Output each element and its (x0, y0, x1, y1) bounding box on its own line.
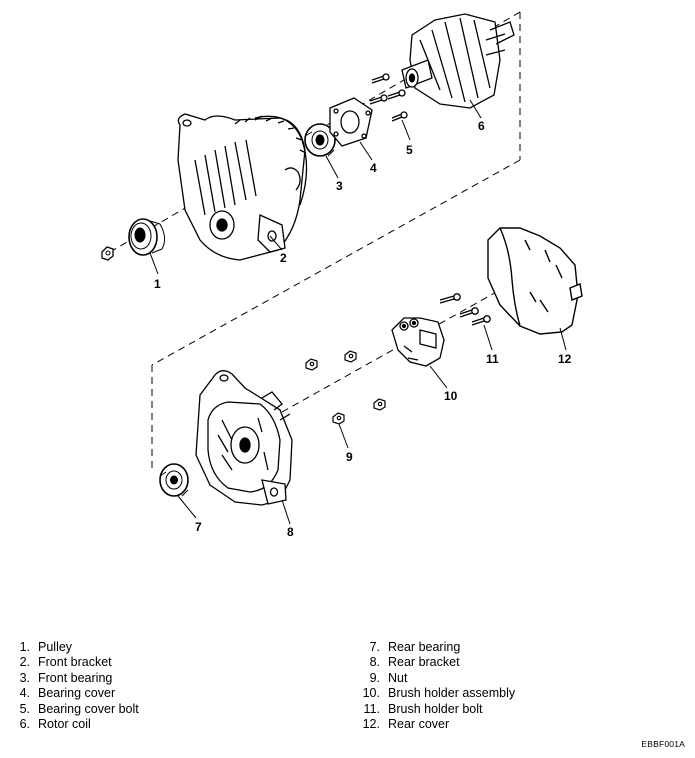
front-bearing-part (304, 123, 336, 157)
legend-item: 9. Nut (358, 671, 515, 686)
legend-label: Brush holder assembly (388, 686, 516, 701)
legend-label: Rear bracket (388, 655, 460, 670)
figure-code: EBBF001A (641, 739, 685, 749)
parts-legend-left: 1. Pulley 2. Front bracket 3. Front bearing… (10, 640, 139, 732)
legend-item: 3. Front bearing (10, 671, 139, 686)
rear-bearing-part (159, 463, 189, 497)
pulley-part (128, 218, 166, 256)
callout-8: 8 (287, 525, 294, 539)
rear-cover-part (487, 227, 583, 335)
callout-5: 5 (406, 143, 413, 157)
callout-6: 6 (478, 119, 485, 133)
legend-number: 6. (19, 717, 30, 732)
legend-number: 9. (369, 670, 380, 685)
legend-label: Bearing cover bolt (38, 701, 139, 716)
legend-label: Rear bearing (388, 640, 461, 654)
legend-number: 2. (19, 655, 30, 670)
callout-7: 7 (195, 520, 202, 534)
parts-legend-right: 7. Rear bearing 8. Rear bracket 9. Nut 10. B… (358, 640, 516, 732)
brush-holder-assembly-part (391, 317, 445, 367)
legend-item: 1. Pulley (10, 640, 139, 655)
bearing-cover-bolts-part (369, 73, 408, 122)
callout-12: 12 (558, 352, 572, 366)
legend-item: 10. Brush holder assembly (358, 686, 516, 701)
rear-bracket-part (195, 370, 293, 506)
legend-number: 4. (19, 686, 30, 701)
legend-item: 6. Rotor coil (10, 717, 139, 732)
legend-label: Rear cover (388, 717, 450, 732)
callout-11: 11 (486, 352, 499, 366)
legend-number: 3. (19, 670, 30, 685)
callout-3: 3 (336, 179, 343, 193)
legend-item: 4. Bearing cover (10, 686, 139, 701)
legend-item: 11. Brush holder bolt (358, 702, 515, 717)
callout-4: 4 (370, 161, 377, 175)
legend-number: 10. (362, 686, 380, 701)
front-bracket-part (177, 113, 308, 261)
legend-number: 1. (19, 640, 30, 654)
legend-number: 11. (363, 701, 380, 716)
legend-label: Front bracket (38, 655, 112, 670)
legend-item: 12. Rear cover (358, 717, 515, 732)
callout-numbers: 1 2 3 4 5 6 7 8 9 10 11 12 (154, 119, 572, 539)
brush-holder-bolts-part (439, 293, 491, 326)
legend-label: Brush holder bolt (388, 701, 483, 716)
legend-label: Nut (388, 670, 408, 685)
nut-part-front (101, 246, 114, 261)
alternator-exploded-diagram: 1 2 3 4 5 6 7 8 9 10 11 12 (101, 11, 583, 539)
rotor-coil-part (401, 13, 515, 109)
legend-number: 8. (369, 655, 380, 670)
legend-number: 5. (19, 701, 30, 716)
bearing-cover-part (329, 97, 373, 147)
legend-label: Bearing cover (38, 686, 116, 701)
legend-item: 2. Front bracket (10, 655, 139, 670)
legend-label: Pulley (38, 640, 73, 654)
assembly-axis-lines (109, 11, 521, 472)
callout-2: 2 (280, 251, 287, 265)
legend-label: Front bearing (38, 670, 113, 685)
legend-item: 8. Rear bracket (358, 655, 515, 670)
legend-number: 7. (369, 640, 380, 654)
nuts-part-rear (305, 350, 386, 425)
legend-label: Rotor coil (38, 717, 91, 732)
callout-1: 1 (154, 277, 161, 291)
legend-number: 12. (362, 717, 380, 732)
callout-leaders (149, 99, 567, 525)
callout-9: 9 (346, 450, 353, 464)
legend-item: 7. Rear bearing (358, 640, 515, 655)
callout-10: 10 (444, 389, 458, 403)
legend-item: 5. Bearing cover bolt (10, 702, 139, 717)
